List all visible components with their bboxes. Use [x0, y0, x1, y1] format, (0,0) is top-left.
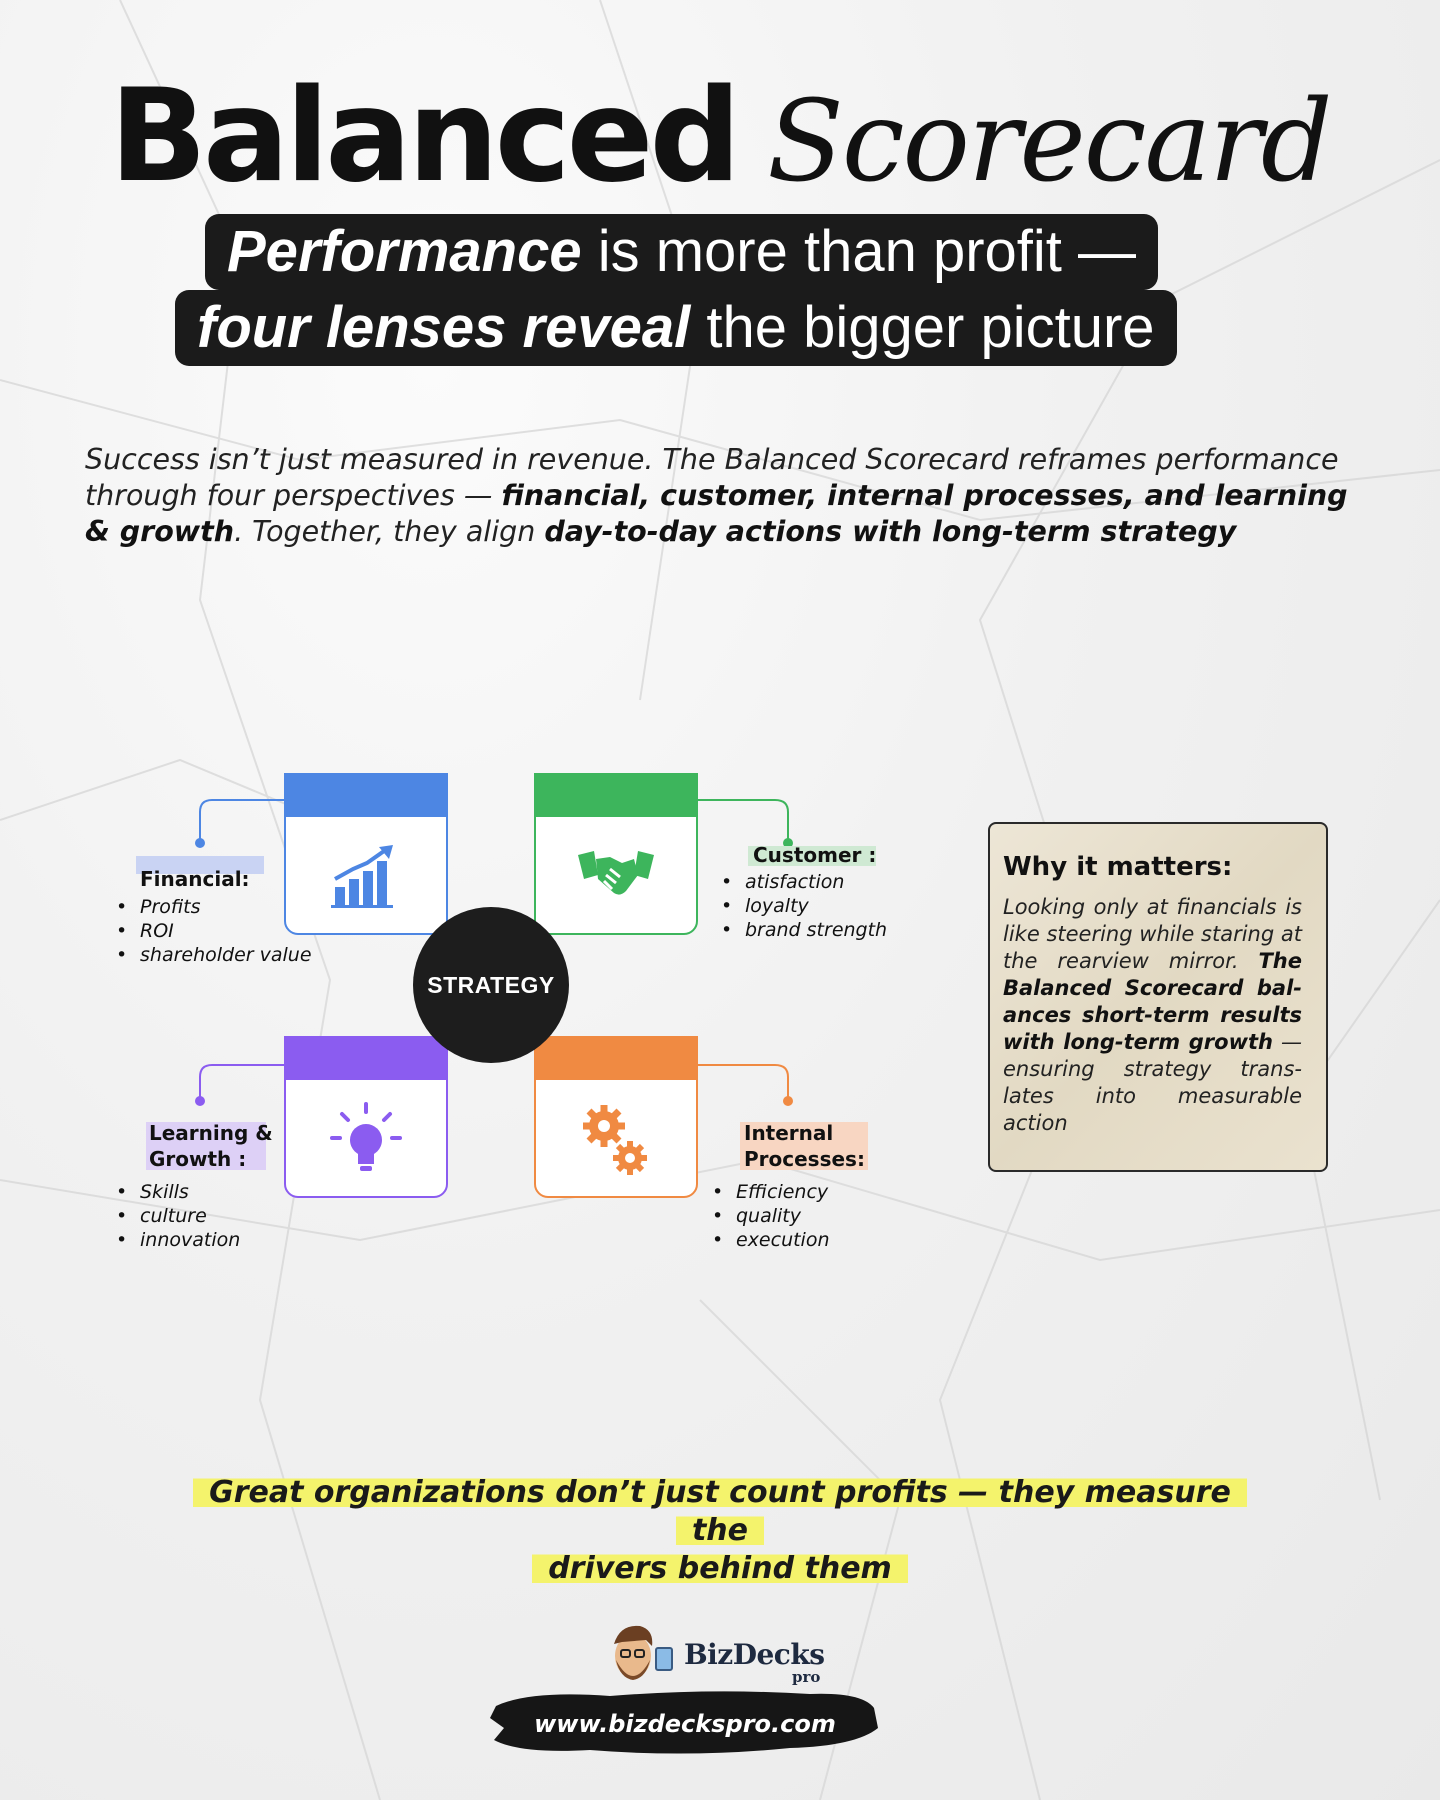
website-link[interactable]: www.bizdeckspro.com: [534, 1710, 836, 1738]
list-item: loyalty: [721, 894, 887, 918]
closing-quote: Great organizations don’t just count pro…: [185, 1474, 1255, 1588]
list-item: Skills: [116, 1180, 240, 1204]
brand-sub: pro: [792, 1668, 821, 1686]
intro-paragraph: Success isn’t just measured in revenue. …: [85, 443, 1348, 548]
financial-label-highlight: [136, 856, 264, 874]
customer-label: Customer :: [753, 843, 877, 867]
title-scorecard: Scorecard: [767, 77, 1332, 207]
learning-list: Skills culture innovation: [116, 1180, 240, 1252]
financial-label: Financial:: [140, 867, 250, 891]
why-body: Looking only at financials is like steer…: [1003, 895, 1302, 1135]
lightbulb-icon: [286, 1082, 446, 1198]
list-item: shareholder value: [116, 943, 312, 967]
brush-stroke: [490, 1691, 878, 1754]
bizdecks-logo-mascot: [614, 1625, 673, 1680]
customer-card: [534, 773, 698, 935]
list-item: execution: [712, 1228, 830, 1252]
list-item: culture: [116, 1204, 240, 1228]
internal-label: Internal Processes:: [744, 1121, 865, 1171]
list-item: Profits: [116, 895, 312, 919]
tagline-line-1: Performance is more than profit —: [205, 214, 1159, 290]
financial-list: Profits ROI shareholder value: [116, 895, 312, 967]
list-item: brand strength: [721, 918, 887, 942]
learning-label: Learning & Growth :: [149, 1121, 273, 1171]
list-item: ROI: [116, 919, 312, 943]
internal-list: Efficiency quality execution: [712, 1180, 830, 1252]
title-balanced: Balanced: [109, 62, 741, 211]
customer-list: atisfaction loyalty brand strength: [721, 870, 887, 942]
list-item: atisfaction: [721, 870, 887, 894]
list-item: quality: [712, 1204, 830, 1228]
brand-name: BizDecks: [684, 1638, 825, 1671]
tagline-line-2: four lenses reveal the bigger picture: [175, 290, 1177, 366]
why-it-matters-box: Why it matters: Looking only at financia…: [988, 822, 1328, 1172]
handshake-icon: [536, 819, 696, 935]
bar-chart-growth-icon: [286, 819, 446, 935]
gears-icon: [536, 1082, 696, 1198]
strategy-hub: STRATEGY: [413, 907, 569, 1063]
learning-card: [284, 1036, 448, 1198]
list-item: innovation: [116, 1228, 240, 1252]
customer-label-highlight: [748, 846, 876, 866]
learning-label-highlight: [146, 1122, 266, 1170]
list-item: Efficiency: [712, 1180, 830, 1204]
internal-label-highlight: [740, 1122, 868, 1170]
financial-card: [284, 773, 448, 935]
internal-card: [534, 1036, 698, 1198]
why-title: Why it matters:: [1003, 852, 1233, 882]
